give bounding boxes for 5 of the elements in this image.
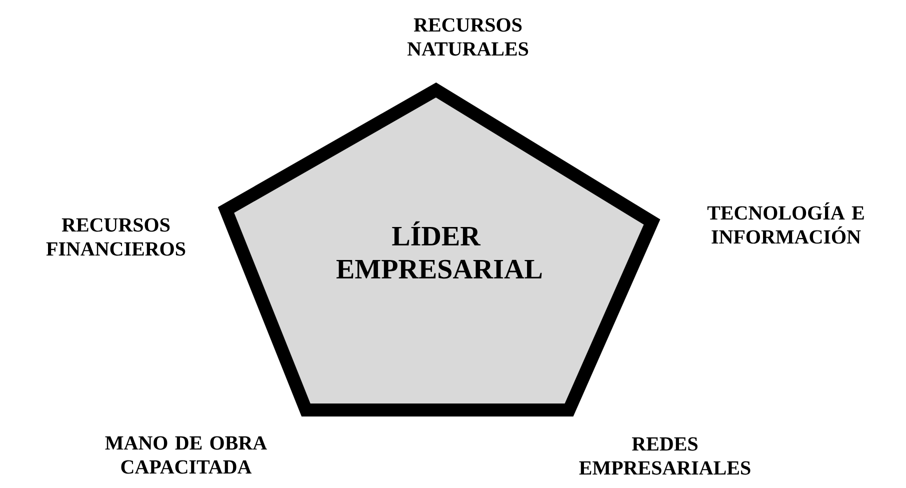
vertex-label: RECURSOS FINANCIEROS	[46, 218, 186, 256]
vertex-label: RECURSOS NATURALES	[407, 18, 528, 56]
vertex-label: REDES EMPRESARIALES	[579, 437, 750, 475]
vertex-label: TECNOLOGÍA E INFORMACIÓN	[707, 202, 864, 244]
vertex-label: MANO DE OBRA CAPACITADA	[105, 436, 267, 474]
